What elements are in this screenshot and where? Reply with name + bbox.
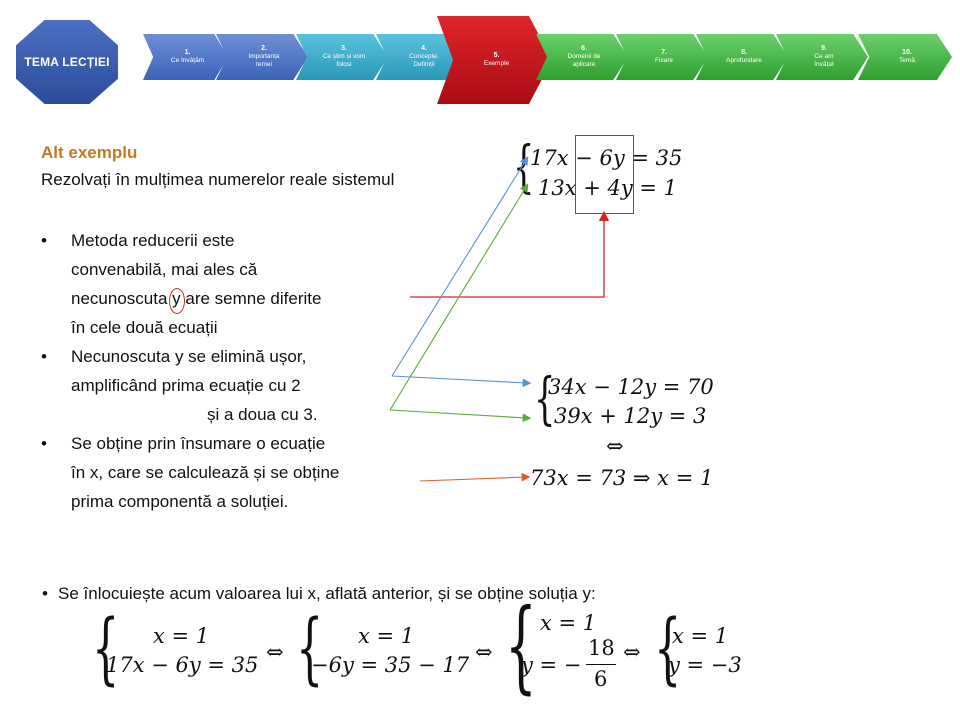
nav-step-label: Concepte. Definiții bbox=[409, 53, 439, 68]
final-system1-eq1: x = 1 bbox=[153, 624, 210, 648]
nav-step-5-active[interactable]: 5. Exemple bbox=[437, 16, 552, 104]
final-system2-eq2: −6y = 35 − 17 bbox=[311, 653, 470, 677]
nav-step-label: Exemple bbox=[483, 60, 510, 67]
final-system4-eq2: y = −3 bbox=[668, 653, 742, 677]
nav-step-number: 1. bbox=[184, 49, 191, 56]
system-brace: { bbox=[654, 604, 682, 694]
nav-step-8[interactable]: 8. Aprofundare bbox=[696, 34, 788, 80]
nav-step-number: 8. bbox=[741, 49, 747, 56]
nav-step-number: 6. bbox=[581, 45, 587, 52]
nav-step-7[interactable]: 7. Fixare bbox=[616, 34, 708, 80]
nav-step-number: 5. bbox=[493, 52, 500, 59]
final-system1-eq2: 17x − 6y = 35 bbox=[106, 653, 259, 677]
nav-step-number: 9. bbox=[821, 45, 827, 52]
bullet-line: Se obține prin însumare o ecuație bbox=[71, 434, 326, 453]
nav-step-label: Domenii de aplicare bbox=[567, 53, 601, 68]
bullet-line: convenabilă, mai ales că bbox=[71, 260, 258, 279]
equivalence-symbol: ⇔ bbox=[475, 640, 493, 664]
bullet-line: amplificând prima ecuație cu 2 bbox=[71, 376, 301, 395]
bullet-item: Se obține prin însumare o ecuație în x, … bbox=[41, 429, 421, 516]
slide-subtitle: Rezolvați în mulțimea numerelor reale si… bbox=[41, 170, 395, 189]
nav-step-1[interactable]: 1. Ce învățăm bbox=[143, 34, 228, 80]
equivalence-symbol: ⇔ bbox=[623, 640, 641, 664]
bullet-text: necunoscuta bbox=[71, 289, 173, 308]
nav-step-number: 10. bbox=[902, 49, 912, 56]
nav-step-label: Temă bbox=[899, 57, 915, 64]
system-brace: { bbox=[513, 135, 535, 200]
nav-step-label: Importanța temei bbox=[248, 53, 280, 68]
final-system4-eq1: x = 1 bbox=[672, 624, 729, 648]
system-brace: { bbox=[296, 604, 324, 694]
slide-title: Alt exemplu bbox=[41, 143, 138, 162]
home-label: TEMA LECȚIEI bbox=[24, 55, 110, 69]
equivalence-symbol: ⇔ bbox=[606, 434, 624, 458]
nav-step-number: 3. bbox=[341, 45, 347, 52]
bottom-bullet: Se înlocuiește acum valoarea lui x, afla… bbox=[42, 584, 596, 604]
nav-step-label: Ce am învățat bbox=[814, 53, 834, 68]
bullet-item: Necunoscuta y se elimină ușor, amplificâ… bbox=[41, 342, 421, 429]
final-system2-eq1: x = 1 bbox=[358, 624, 415, 648]
bullet-line: în x, care se calculează și se obține bbox=[71, 463, 340, 482]
sum-equation: 73x = 73 ⇒ x = 1 bbox=[530, 466, 714, 490]
system-brace: { bbox=[534, 367, 556, 432]
bullet-text: are semne diferite bbox=[180, 289, 322, 308]
system1-equation1: 17x − 6y = 35 bbox=[530, 146, 683, 170]
bullet-line: prima componentă a soluției. bbox=[71, 492, 289, 511]
bullet-line: necunoscuta y are semne diferite bbox=[71, 284, 421, 314]
blue-arrow-up bbox=[391, 156, 529, 377]
green-arrow-down bbox=[389, 409, 532, 423]
fraction-bar bbox=[586, 664, 616, 665]
nav-step-2[interactable]: 2. Importanța temei bbox=[216, 34, 308, 80]
bullet-list: Metoda reducerii este convenabilă, mai a… bbox=[41, 226, 421, 516]
equivalence-symbol: ⇔ bbox=[266, 640, 284, 664]
bullet-line: în cele două ecuații bbox=[71, 318, 218, 337]
nav-step-number: 4. bbox=[421, 45, 427, 52]
nav-step-6[interactable]: 6. Domenii de aplicare bbox=[536, 34, 628, 80]
final-system3-eq2: y = − bbox=[521, 653, 582, 677]
bullet-line: Metoda reducerii este bbox=[71, 231, 235, 250]
nav-step-3[interactable]: 3. Ce știm și vom folosi bbox=[296, 34, 388, 80]
nav-step-10[interactable]: 10. Temă bbox=[858, 34, 952, 80]
bullet-line: și a doua cu 3. bbox=[207, 405, 318, 424]
blue-arrow-down bbox=[391, 375, 532, 388]
lesson-nav: TEMA LECȚIEI 1. Ce învățăm 2. Importanța… bbox=[0, 0, 960, 115]
nav-step-9[interactable]: 9. Ce am învățat bbox=[776, 34, 868, 80]
nav-step-label: Aprofundare bbox=[726, 57, 762, 64]
red-arrow bbox=[410, 210, 610, 298]
final-system3-eq1: x = 1 bbox=[540, 611, 597, 635]
system1-equation2: 13x + 4y = 1 bbox=[538, 176, 678, 200]
nav-step-number: 7. bbox=[661, 49, 667, 56]
green-arrow-up bbox=[389, 183, 529, 411]
home-octagon-button[interactable]: TEMA LECȚIEI bbox=[16, 20, 118, 104]
nav-step-label: Ce știm și vom folosi bbox=[322, 53, 366, 68]
orange-arrow bbox=[419, 472, 531, 482]
bullet-item: Metoda reducerii este convenabilă, mai a… bbox=[41, 226, 421, 342]
system2-equation2: 39x + 12y = 3 bbox=[554, 404, 707, 428]
nav-step-label: Fixare bbox=[654, 57, 674, 64]
nav-step-label: Ce învățăm bbox=[170, 57, 205, 64]
fraction-denominator: 6 bbox=[594, 667, 608, 691]
circled-y: y bbox=[169, 284, 185, 314]
nav-step-number: 2. bbox=[261, 45, 267, 52]
bullet-line: Necunoscuta y se elimină ușor, bbox=[71, 347, 307, 366]
system-brace: { bbox=[505, 587, 537, 704]
system-brace: { bbox=[92, 604, 120, 694]
fraction-numerator: 18 bbox=[588, 636, 615, 660]
system2-equation1: 34x − 12y = 70 bbox=[548, 375, 714, 399]
